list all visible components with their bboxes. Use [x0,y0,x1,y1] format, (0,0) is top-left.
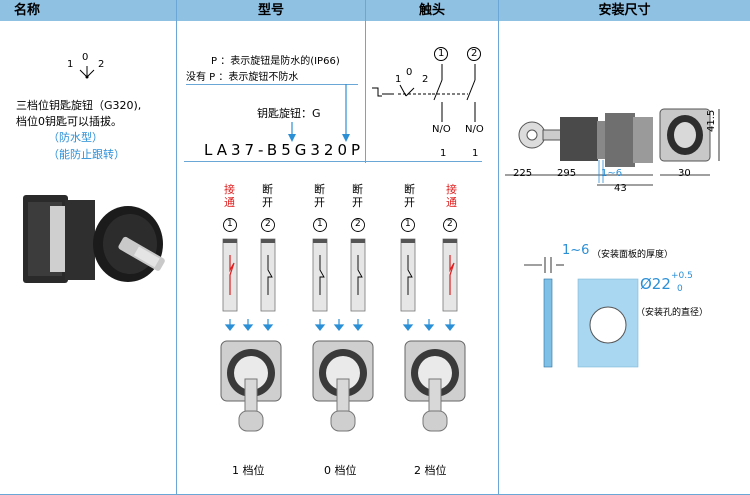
no-label-1: N/O [432,124,451,135]
contact-num-2: 2 [471,48,478,59]
hole-note: （安装孔的直径） [636,308,709,318]
part-underline [184,161,482,162]
switch-pos-1: 1 [395,74,402,85]
anti-rotate-label: （能防止跟转） [48,148,125,161]
desc-line-1: 三档位钥匙旋钮（G320), [16,99,142,112]
pos-label-2: 2 [98,59,105,70]
p-meaning: P ：表示旋钮是防水的(IP66) [211,56,340,67]
state1-n1: 1 [227,219,233,229]
selector-symbol [79,66,95,79]
panel-range: 1~6 [562,243,590,258]
product-photo [23,195,165,283]
knob-heads [220,340,466,432]
panel-hole-drawing [524,257,639,368]
side-view-drawing [505,108,720,186]
pos-label-0: 0 [82,52,89,63]
p-underline [186,84,358,85]
position-label-0: 0 档位 [324,464,357,477]
state3-c1-label: 断开 [404,183,415,209]
hole-tolerance-up: +0.5 [671,271,693,281]
contact-count-2: 1 [472,148,479,159]
state2-n2: 2 [355,219,361,229]
hole-tolerance-low: 0 [677,284,683,294]
state3-n1: 1 [405,219,411,229]
header-dimension: 安装尺寸 [499,0,750,21]
divider-1 [176,0,177,495]
model-arrows [288,84,350,142]
dim-41-5: 41.5 [706,109,717,132]
dim-1-6: 1~6 [601,168,623,179]
dim-295: 295 [557,168,577,179]
header-model: 型号 [177,0,365,21]
contact-num-1: 1 [438,48,445,59]
divider-2 [365,0,366,163]
state1-c1-label: 接通 [224,183,235,209]
no-label-2: N/O [465,124,484,135]
part-number: LA37-B5G320P [204,141,365,159]
state1-n2: 2 [265,219,271,229]
dim-225: 225 [513,168,533,179]
position-label-1: 1 档位 [232,464,265,477]
contact-schematic [372,64,476,122]
divider-3 [498,0,499,495]
pos-label-1: 1 [67,59,74,70]
switch-pos-2: 2 [422,74,429,85]
desc-line-2: 档位0钥匙可以插拔。 [16,115,122,128]
header-contact: 触头 [366,0,498,21]
waterproof-label: （防水型） [48,131,103,144]
state2-c1-label: 断开 [314,183,325,209]
state2-c2-label: 断开 [352,183,363,209]
state3-n2: 2 [447,219,453,229]
no-p-meaning: 没有 P ：表示旋钮不防水 [186,72,299,83]
contact-count-1: 1 [440,148,447,159]
state1-c2-label: 断开 [262,183,273,209]
state3-c2-label: 接通 [446,183,457,209]
panel-note: （安装面板的厚度） [592,250,674,260]
dim-43: 43 [614,183,627,194]
position-label-2: 2 档位 [414,464,447,477]
hole-diameter: Ø22 [640,275,671,293]
contact-blocks [222,218,458,331]
state2-n1: 1 [317,219,323,229]
dim-30: 30 [678,168,691,179]
header-name: 名称 [0,0,176,21]
key-meaning: 钥匙旋钮：G [257,107,321,120]
switch-pos-0: 0 [406,67,413,78]
contact-circles [434,47,481,61]
